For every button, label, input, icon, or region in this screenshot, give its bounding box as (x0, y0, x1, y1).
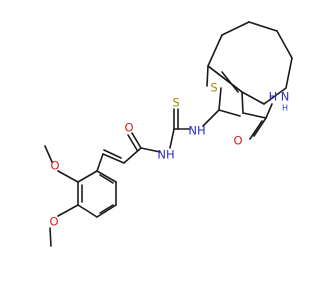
bond (241, 91, 244, 114)
bond (276, 30, 293, 59)
thiophene-sulfur-label: S (210, 81, 217, 95)
bond (102, 153, 125, 164)
structure-diagram: S N H H O NH S NH O O O (44, 21, 293, 247)
bond (218, 109, 241, 117)
bond (96, 204, 117, 218)
bond (285, 57, 293, 89)
methoxy-oxygen-lower-label: O (49, 215, 58, 229)
bond (221, 21, 250, 36)
bond (206, 65, 209, 87)
carboxamide-group (242, 103, 273, 140)
bond (242, 112, 267, 119)
bond (77, 170, 98, 183)
bond (103, 149, 122, 159)
acrylamide-chain (96, 132, 161, 172)
bond (249, 120, 263, 140)
bond (99, 174, 114, 184)
bond (99, 204, 114, 214)
bond (131, 132, 142, 149)
bond (49, 227, 52, 247)
methoxy-groups (44, 145, 79, 247)
bond (169, 128, 175, 149)
bond (123, 147, 142, 164)
bond (248, 21, 278, 32)
atom-labels: S N H H O NH S NH O O O (49, 81, 289, 229)
bond (207, 65, 243, 93)
amide-n-label: N (281, 90, 290, 104)
bond (57, 204, 79, 217)
thiourea-linker (169, 108, 220, 149)
bond (241, 91, 265, 105)
bond (96, 170, 117, 183)
benzene-ring (77, 170, 117, 218)
bond (96, 153, 104, 172)
acyl-oxygen-label: O (124, 121, 133, 135)
amide-h2-label: H (282, 104, 288, 113)
thiophene-ring (206, 65, 244, 117)
bond (263, 87, 287, 105)
bond (57, 170, 79, 183)
amide-oxygen-label: O (233, 134, 242, 148)
bond (207, 34, 223, 67)
acyl-nh-label: NH (157, 148, 174, 162)
thiourea-sulfur-label: S (172, 96, 179, 110)
bond (253, 117, 267, 137)
methoxy-oxygen-upper-label: O (50, 159, 59, 173)
cyclooctane-ring (207, 21, 293, 105)
bond (202, 109, 220, 127)
bond (77, 204, 98, 218)
bond (140, 147, 161, 153)
amide-h-label: H (269, 90, 278, 104)
molecule-drawing: S N H H O NH S NH O O O (44, 21, 293, 247)
bond (265, 103, 273, 119)
thiourea-nh-label: NH (188, 124, 205, 138)
bond (44, 145, 53, 163)
bond (218, 87, 222, 111)
bond (127, 134, 138, 151)
